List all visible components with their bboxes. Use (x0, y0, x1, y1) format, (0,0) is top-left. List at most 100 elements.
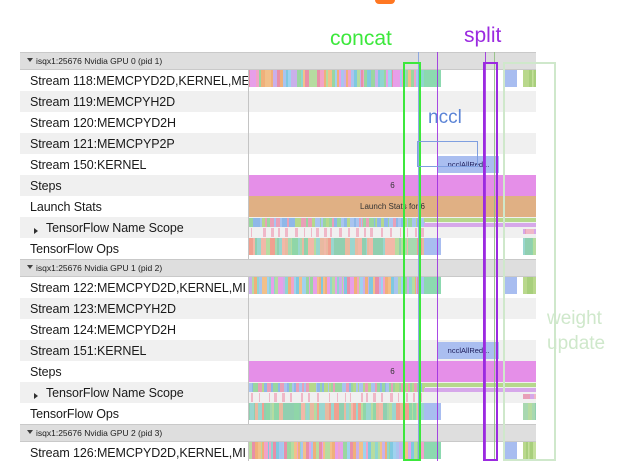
row-track[interactable]: Launch Stats for 6 (248, 196, 536, 217)
row-track[interactable] (248, 319, 536, 340)
cut-off-orange-text (375, 0, 395, 4)
timeline-row[interactable]: TensorFlow Name Scope (20, 382, 536, 403)
row-label[interactable]: Stream 122:MEMCPYD2D,KERNEL,MI (30, 280, 246, 295)
group-header-gpu2[interactable]: isqx1:25676 Nvidia GPU 2 (pid 3) (20, 424, 536, 442)
timeline-block (323, 218, 326, 227)
row-label[interactable]: TensorFlow Ops (30, 406, 119, 421)
timeline-row[interactable]: Stream 119:MEMCPYH2D (20, 91, 536, 112)
launch-stats-bar[interactable] (249, 196, 536, 217)
timeline-block (302, 218, 306, 227)
row-track[interactable]: ncclAllRed... (248, 340, 536, 361)
timeline-block (371, 70, 375, 87)
row-label[interactable]: Steps (30, 178, 62, 193)
group-header-gpu0[interactable]: isqx1:25676 Nvidia GPU 0 (pid 1) (20, 52, 536, 70)
timeline-row[interactable]: TensorFlow Ops (20, 403, 536, 424)
steps-bar[interactable] (249, 175, 536, 196)
timeline-block (306, 277, 309, 294)
row-track[interactable] (248, 403, 536, 424)
timeline-block (416, 277, 417, 294)
collapse-caret-icon[interactable] (27, 265, 33, 269)
timeline-block (524, 70, 525, 87)
timeline-row[interactable]: Stream 122:MEMCPYD2D,KERNEL,MI (20, 277, 536, 298)
row-track[interactable]: 6 (248, 175, 536, 196)
timeline-panel[interactable]: isqx1:25676 Nvidia GPU 0 (pid 1) Stream 1… (20, 52, 536, 461)
group-header-gpu1[interactable]: isqx1:25676 Nvidia GPU 1 (pid 2) (20, 259, 536, 277)
timeline-block (252, 383, 253, 392)
timeline-block (253, 238, 255, 255)
timeline-row[interactable]: Stream 124:MEMCPYD2H (20, 319, 536, 340)
timeline-block (259, 393, 260, 402)
timeline-block (370, 228, 373, 237)
timeline-block (306, 383, 309, 392)
row-label[interactable]: Launch Stats (30, 199, 102, 214)
timeline-block (365, 277, 368, 294)
timeline-block (314, 403, 316, 420)
timeline-block (271, 383, 273, 392)
timeline-block (268, 442, 269, 459)
row-track[interactable]: 6 (248, 361, 536, 382)
timeline-row[interactable]: Launch Stats Launch Stats for 6 (20, 196, 536, 217)
timeline-block (321, 218, 323, 227)
timeline-block (325, 277, 327, 294)
timeline-block (408, 238, 412, 255)
expand-triangle-icon[interactable] (34, 392, 38, 399)
row-label[interactable]: Stream 126:MEMCPYD2D,KERNEL,MI (30, 445, 246, 460)
expand-triangle-icon[interactable] (34, 227, 38, 234)
row-label[interactable]: Stream 123:MEMCPYH2D (30, 301, 176, 316)
timeline-row[interactable]: TensorFlow Ops (20, 238, 536, 259)
row-label[interactable]: Steps (30, 364, 62, 379)
row-track[interactable] (248, 133, 536, 154)
row-label[interactable]: Stream 119:MEMCPYH2D (30, 94, 176, 109)
row-label[interactable]: Stream 150:KERNEL (30, 157, 147, 172)
timeline-row[interactable]: Stream 151:KERNEL ncclAllRed... (20, 340, 536, 361)
timeline-block (403, 277, 407, 294)
timeline-block (272, 218, 274, 227)
timeline-row[interactable]: Stream 120:MEMCPYD2H (20, 112, 536, 133)
timeline-block (287, 383, 289, 392)
timeline-row[interactable]: Stream 150:KERNEL ncclAllRed... (20, 154, 536, 175)
timeline-row[interactable]: Stream 126:MEMCPYD2D,KERNEL,MI (20, 442, 536, 461)
timeline-row[interactable]: Steps 6 (20, 175, 536, 196)
row-track[interactable] (248, 217, 536, 238)
timeline-block (409, 442, 411, 459)
collapse-caret-icon[interactable] (27, 430, 33, 434)
timeline-row[interactable]: Steps 6 (20, 361, 536, 382)
row-label[interactable]: Stream 124:MEMCPYD2H (30, 322, 176, 337)
group-header-label: isqx1:25676 Nvidia GPU 2 (pid 3) (36, 428, 163, 438)
timeline-block (356, 218, 359, 227)
timeline-block (532, 238, 533, 255)
timeline-block (323, 277, 325, 294)
timeline-block (382, 70, 384, 87)
timeline-block (376, 403, 379, 420)
timeline-block (401, 218, 403, 227)
row-track[interactable] (248, 91, 536, 112)
timeline-block (332, 218, 334, 227)
timeline-block (399, 383, 401, 392)
timeline-block (404, 70, 406, 87)
row-track[interactable] (248, 112, 536, 133)
row-track[interactable] (248, 382, 536, 403)
timeline-row[interactable]: Stream 123:MEMCPYH2D (20, 298, 536, 319)
timeline-row[interactable]: Stream 121:MEMCPYP2P (20, 133, 536, 154)
timeline-block (381, 393, 383, 402)
row-track[interactable] (248, 442, 536, 461)
row-label[interactable]: Stream 120:MEMCPYD2H (30, 115, 176, 130)
timeline-row[interactable]: TensorFlow Name Scope (20, 217, 536, 238)
timeline-block (350, 218, 354, 227)
row-track[interactable] (248, 238, 536, 259)
row-label[interactable]: TensorFlow Name Scope (20, 221, 248, 235)
row-label[interactable]: TensorFlow Ops (30, 241, 119, 256)
timeline-block (256, 383, 258, 392)
row-track[interactable] (248, 277, 536, 298)
steps-bar[interactable] (249, 361, 536, 382)
row-label[interactable]: Stream 118:MEMCPYD2D,KERNEL,ME (30, 73, 248, 88)
row-track[interactable] (248, 298, 536, 319)
row-track[interactable] (248, 70, 536, 91)
row-label[interactable]: TensorFlow Name Scope (20, 386, 248, 400)
row-label[interactable]: Stream 121:MEMCPYP2P (30, 136, 175, 151)
row-label[interactable]: Stream 151:KERNEL (30, 343, 147, 358)
collapse-caret-icon[interactable] (27, 58, 33, 62)
timeline-row[interactable]: Stream 118:MEMCPYD2D,KERNEL,ME (20, 70, 536, 91)
timeline-block (304, 228, 305, 237)
row-track[interactable]: ncclAllRed... (248, 154, 536, 175)
